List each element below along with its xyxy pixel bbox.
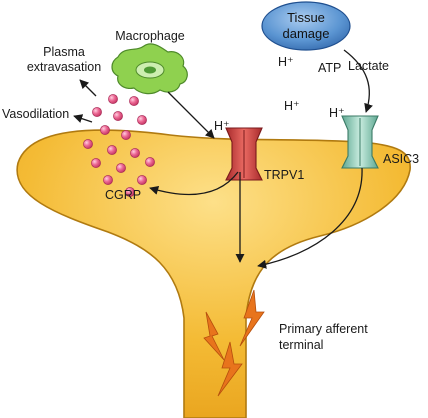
vesicle [125, 187, 135, 197]
vesicle [137, 175, 147, 185]
tissue-damage-label-line1: Tissue [287, 10, 325, 25]
macrophage-cell-icon [111, 43, 188, 95]
atp-label: ATP [318, 61, 341, 75]
vesicle [91, 158, 101, 168]
primary-afferent-label-line2: terminal [279, 338, 323, 352]
asic3-label: ASIC3 [383, 152, 419, 166]
action-potential-lightning-icon [203, 289, 265, 397]
arrow-trpv1-to-cgrp [149, 171, 239, 196]
vesicle [92, 107, 102, 117]
primary-afferent-terminal-body [16, 129, 411, 418]
primary-afferent-label-line1: Primary afferent [279, 322, 368, 336]
proton-label-trpv1: H⁺ [214, 119, 230, 133]
plasma-extravasation-label-line1: Plasma [43, 45, 85, 59]
tissue-damage-ellipse: Tissue damage [261, 1, 351, 51]
vesicle [116, 163, 126, 173]
vasodilation-label: Vasodilation [2, 107, 69, 121]
vesicle [108, 94, 118, 104]
arrow-asic3-down [257, 167, 363, 269]
vesicle [137, 115, 147, 125]
asic3-channel-icon [341, 115, 379, 169]
proton-label-asic3: H⁺ [329, 106, 345, 120]
vesicle [113, 111, 123, 121]
proton-label-mid: H⁺ [284, 99, 300, 113]
macrophage-label: Macrophage [115, 29, 185, 43]
tissue-damage-label-line2: damage [283, 26, 330, 41]
cgrp-vesicle-icon [83, 94, 155, 197]
vesicle [130, 148, 140, 158]
vesicle [100, 125, 110, 135]
vesicle [107, 145, 117, 155]
vesicle [121, 130, 131, 140]
vesicle [103, 175, 113, 185]
cgrp-label: CGRP [105, 188, 141, 202]
vesicle [145, 157, 155, 167]
arrow-macrophage-to-trpv1 [167, 91, 215, 139]
proton-label-top: H⁺ [278, 55, 294, 69]
arrow-to-plasma-extravasation [79, 79, 97, 97]
arrow-to-vasodilation [73, 114, 93, 123]
vesicle [129, 96, 139, 106]
trpv1-channel-icon [225, 127, 263, 181]
lactate-label: Lactate [348, 59, 389, 73]
arrow-tissue-to-asic3 [343, 49, 373, 113]
plasma-extravasation-label-line2: extravasation [27, 60, 101, 74]
trpv1-label: TRPV1 [264, 168, 304, 182]
vesicle [83, 139, 93, 149]
